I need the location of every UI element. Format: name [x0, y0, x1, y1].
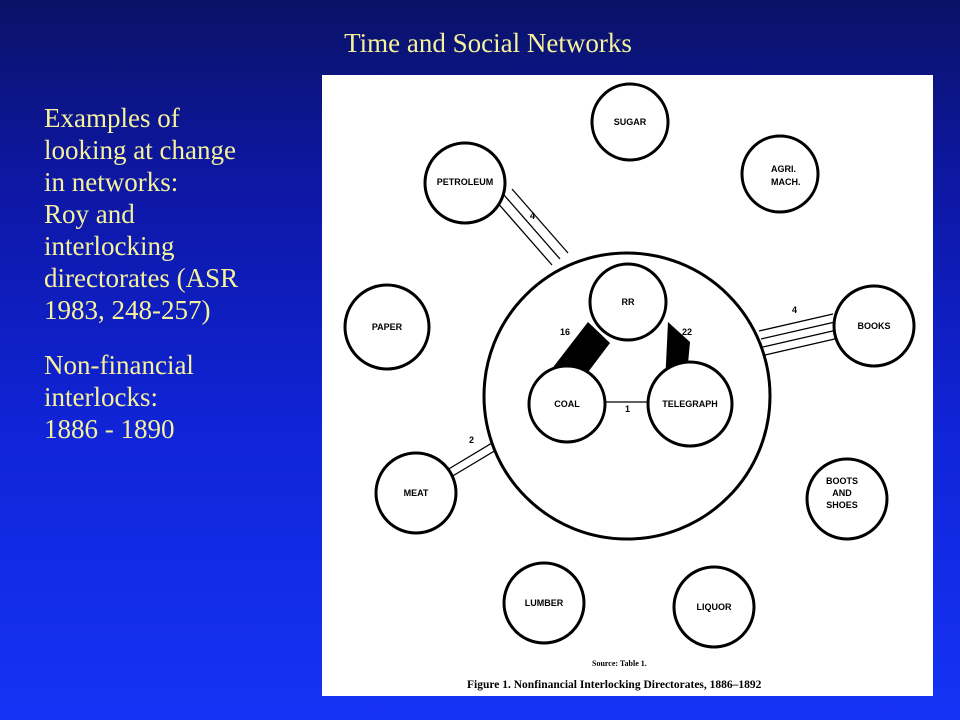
label-meat: MEAT [404, 488, 429, 498]
slide-title: Time and Social Networks [0, 28, 960, 59]
network-diagram: SUGAR AGRI. MACH. PETROLEUM PAPER BOOKS … [343, 82, 916, 691]
node-sugar [590, 82, 670, 162]
node-petroleum [423, 141, 507, 225]
label-liquor: LIQUOR [697, 602, 732, 612]
edge-label-petroleum: 4 [530, 211, 535, 221]
label-paper: PAPER [372, 322, 403, 332]
edge-label-rr-telegraph: 22 [682, 327, 692, 337]
label-boots-3: SHOES [826, 500, 858, 510]
node-rr [588, 262, 668, 342]
node-agri-mach [740, 134, 820, 214]
label-coal: COAL [554, 399, 580, 409]
label-boots-1: BOOTS [826, 476, 858, 486]
edge-label-meat: 2 [469, 435, 474, 445]
figure-caption: Figure 1. Nonfinancial Interlocking Dire… [467, 679, 762, 691]
edge-books [758, 313, 840, 356]
node-coal [527, 364, 607, 444]
figure-source: Source: Table 1. [592, 659, 647, 668]
label-agri-2: MACH. [771, 177, 801, 187]
node-boots-shoes [805, 457, 889, 541]
node-telegraph [646, 360, 734, 448]
node-liquor [672, 565, 756, 649]
node-lumber [502, 561, 586, 645]
label-petroleum: PETROLEUM [437, 177, 494, 187]
label-boots-2: AND [832, 488, 852, 498]
slide-title-text: Time and Social Networks [344, 28, 632, 58]
label-telegraph: TELEGRAPH [662, 399, 718, 409]
label-lumber: LUMBER [525, 598, 564, 608]
label-books: BOOKS [857, 321, 890, 331]
label-agri-1: AGRI. [771, 164, 796, 174]
node-books [832, 284, 916, 368]
text-block-examples: Examples of looking at change in network… [44, 103, 239, 325]
edge-label-books: 4 [792, 305, 797, 315]
node-paper [343, 283, 431, 371]
network-figure: SUGAR AGRI. MACH. PETROLEUM PAPER BOOKS … [322, 75, 933, 696]
central-circle [482, 251, 772, 541]
label-sugar: SUGAR [614, 117, 647, 127]
text-block-interlocks: Non-financial interlocks: 1886 - 1890 [44, 350, 194, 444]
edge-label-rr-coal: 16 [560, 327, 570, 337]
edge-petroleum [495, 188, 569, 266]
edge-label-coal-telegraph: 1 [625, 404, 630, 414]
node-meat [374, 451, 458, 535]
label-rr: RR [622, 297, 635, 307]
